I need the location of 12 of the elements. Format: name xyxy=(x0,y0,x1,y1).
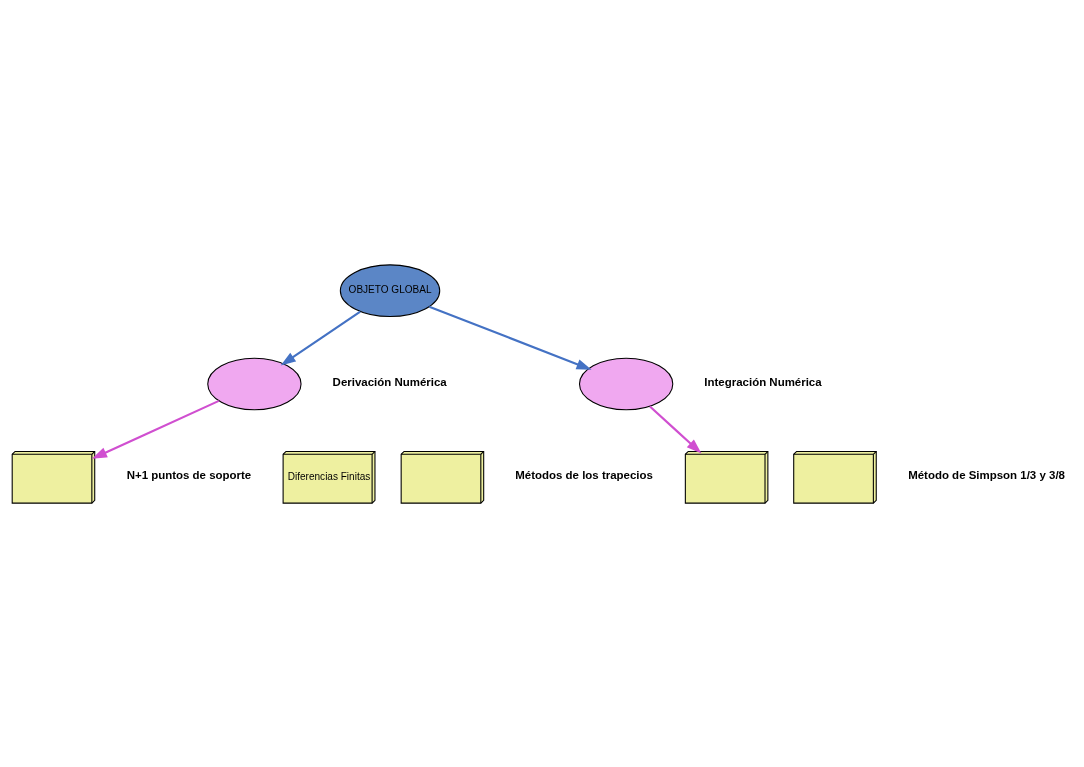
node-ellipse xyxy=(578,357,674,410)
arrow xyxy=(280,310,361,365)
node-ellipse: OBJETO GLOBAL xyxy=(339,263,441,317)
node-label: Integración Numérica xyxy=(704,375,822,388)
node-label: Derivación Numérica xyxy=(332,375,447,388)
node-label: Métodos de los trapecios xyxy=(515,468,653,481)
node-label: Método de Simpson 1/3 y 3/8 xyxy=(908,468,1065,481)
node-label: N+1 puntos de soporte xyxy=(126,468,252,481)
arrow xyxy=(649,405,702,454)
arrow xyxy=(428,305,592,370)
arrow xyxy=(91,399,220,459)
node-ellipse xyxy=(207,357,302,410)
